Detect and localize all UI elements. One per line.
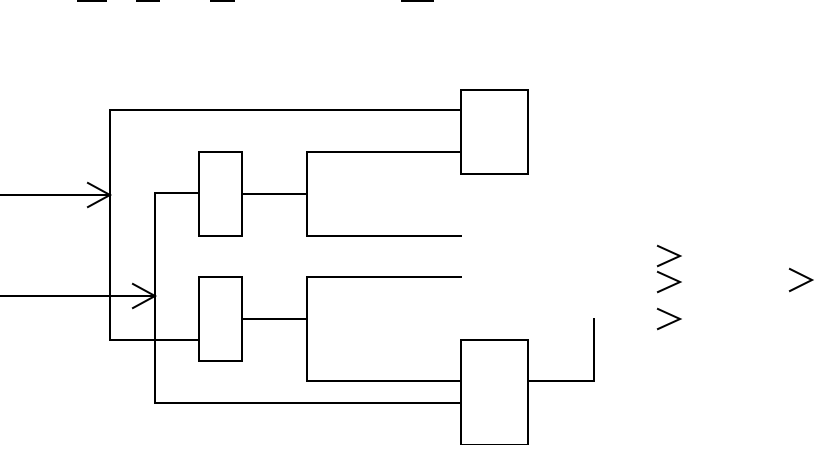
symbol-gt-2 [656,270,683,294]
symbol-gt-4 [788,267,815,293]
symbol-gt-3 [656,307,683,331]
input-1 [0,181,113,209]
symbol-gt-1 [656,244,683,268]
input-2 [0,282,158,310]
box-1 [198,151,243,237]
box-2 [198,276,243,362]
symbols [656,244,815,331]
box-lower-right [460,339,529,446]
box-upper-right [460,89,529,175]
